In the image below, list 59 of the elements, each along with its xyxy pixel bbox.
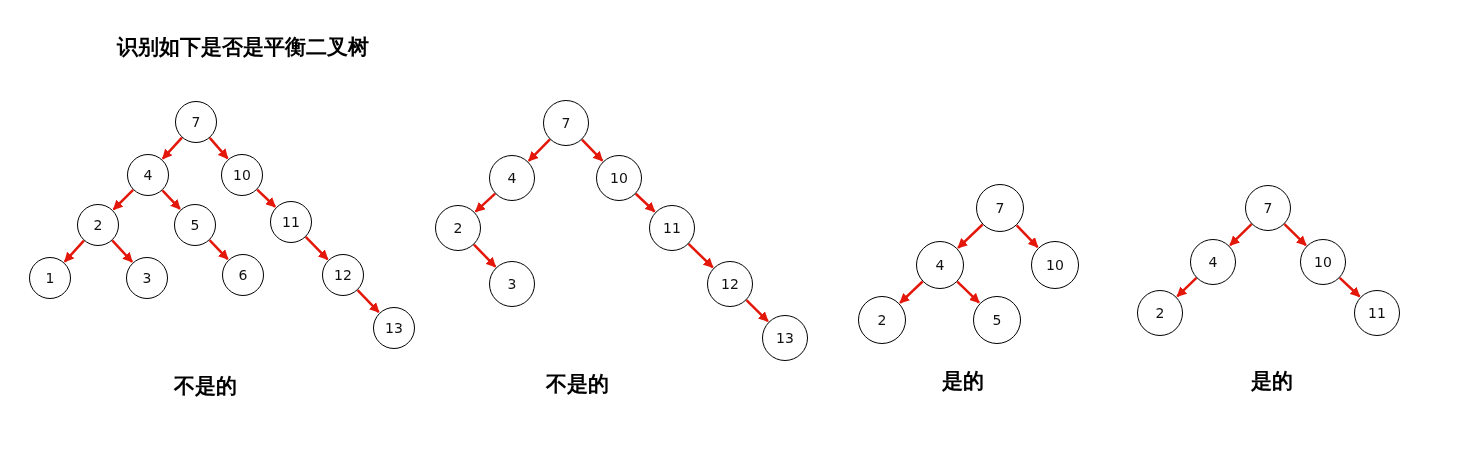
arrow — [112, 188, 135, 211]
tree-node: 10 — [1031, 241, 1079, 289]
arrow — [256, 188, 276, 208]
arrow — [1229, 223, 1253, 247]
tree-node: 4 — [916, 241, 964, 289]
tree-node: 10 — [596, 155, 642, 201]
tree-node: 3 — [489, 261, 535, 307]
tree-node: 6 — [222, 254, 264, 296]
tree-node: 13 — [762, 315, 808, 361]
tree-node: 4 — [1190, 239, 1236, 285]
verdict-label: 不是的 — [173, 373, 237, 400]
tree-node: 7 — [1245, 185, 1291, 231]
arrow — [745, 299, 769, 323]
tree-node: 12 — [322, 254, 364, 296]
arrow — [634, 192, 656, 213]
tree-node: 2 — [77, 204, 119, 246]
tree-node: 10 — [1300, 239, 1346, 285]
tree-node: 4 — [489, 155, 535, 201]
arrow — [63, 239, 85, 263]
tree-node: 2 — [858, 296, 906, 344]
tree-node: 7 — [976, 184, 1024, 232]
tree-node: 1 — [29, 257, 71, 299]
verdict-label: 不是的 — [545, 371, 609, 398]
arrow — [1176, 277, 1198, 298]
arrow — [474, 192, 496, 213]
tree-node: 3 — [126, 257, 168, 299]
arrow — [161, 189, 181, 210]
tree-node: 2 — [435, 205, 481, 251]
arrow — [899, 280, 924, 304]
arrow — [957, 223, 984, 249]
verdict-label: 是的 — [942, 368, 984, 395]
arrow — [687, 243, 714, 269]
title: 识别如下是否是平衡二叉树 — [117, 34, 369, 61]
tree-node: 13 — [373, 307, 415, 349]
arrow — [581, 138, 604, 162]
tree-node: 12 — [707, 261, 753, 307]
tree-node: 7 — [543, 100, 589, 146]
tree-node: 11 — [270, 201, 312, 243]
arrow — [356, 289, 380, 313]
arrow — [208, 137, 229, 160]
verdict-label: 是的 — [1251, 368, 1293, 395]
arrow — [161, 136, 183, 160]
arrow — [208, 239, 229, 260]
arrow — [956, 280, 980, 304]
tree-node: 5 — [174, 204, 216, 246]
tree-node: 5 — [973, 296, 1021, 344]
tree-node: 7 — [175, 101, 217, 143]
tree-node: 10 — [221, 154, 263, 196]
arrow — [1015, 224, 1039, 248]
arrow — [527, 138, 551, 162]
arrow — [473, 243, 497, 268]
tree-node: 11 — [649, 205, 695, 251]
arrow — [1283, 223, 1307, 247]
arrow — [111, 239, 133, 263]
tree-node: 4 — [127, 154, 169, 196]
tree-node: 2 — [1137, 290, 1183, 336]
arrow — [304, 236, 329, 261]
arrow — [1338, 276, 1361, 298]
tree-node: 11 — [1354, 290, 1400, 336]
